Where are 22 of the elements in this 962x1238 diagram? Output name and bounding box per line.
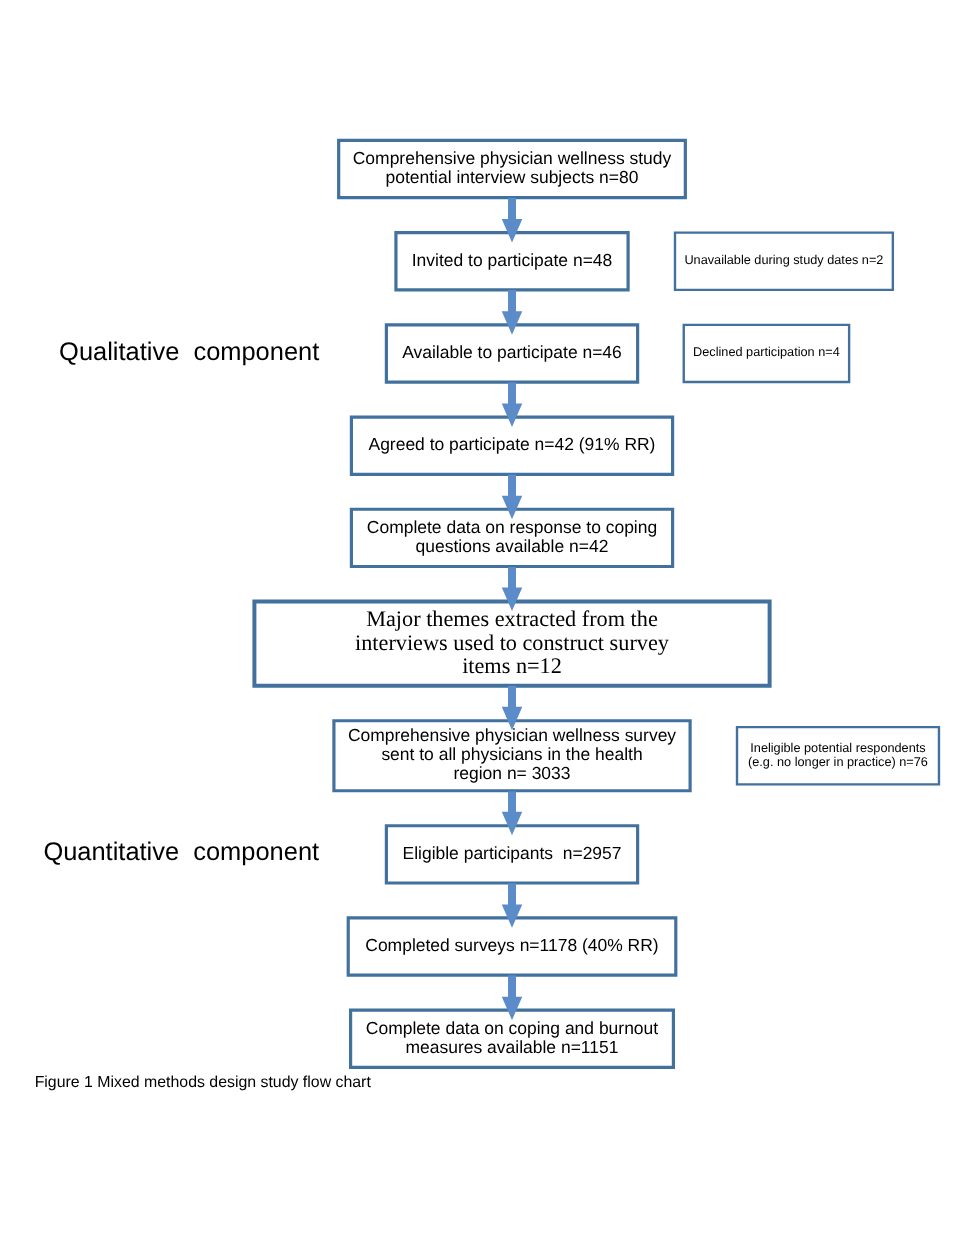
arrow — [501, 197, 523, 243]
node-box: Complete data on response to coping questions available n=42 — [349, 507, 675, 569]
arrow — [501, 685, 523, 731]
arrow — [501, 975, 523, 1021]
arrow — [501, 883, 523, 928]
node-box: Eligible participants n=2957 — [384, 824, 640, 885]
node-box: Available to participate n=46 — [384, 323, 640, 384]
node-box: Major themes extracted from the interviews used to construct survey items n=12 — [252, 599, 772, 688]
label: Quantitative component — [43, 836, 320, 867]
arrow — [501, 290, 523, 335]
node-box: Agreed to participate n=42 (91% RR) — [349, 415, 675, 476]
arrow — [501, 474, 523, 520]
node-box: Complete data on coping and burnout measures available n=1151 — [349, 1008, 675, 1069]
node-box: Invited to participate n=48 — [394, 231, 630, 292]
arrow — [501, 382, 523, 427]
node-box: Comprehensive physician wellness study potential interview subjects n=80 — [337, 138, 687, 200]
caption: Figure 1 Mixed methods design study flow chart — [34, 1072, 371, 1091]
arrow — [501, 566, 523, 611]
node-box: Completed surveys n=1178 (40% RR) — [346, 916, 678, 977]
node-box: Comprehensive physician wellness survey sent to all physicians in the health region n= 3033 — [332, 719, 692, 793]
label: Qualitative component — [59, 335, 320, 366]
arrow — [501, 791, 523, 836]
